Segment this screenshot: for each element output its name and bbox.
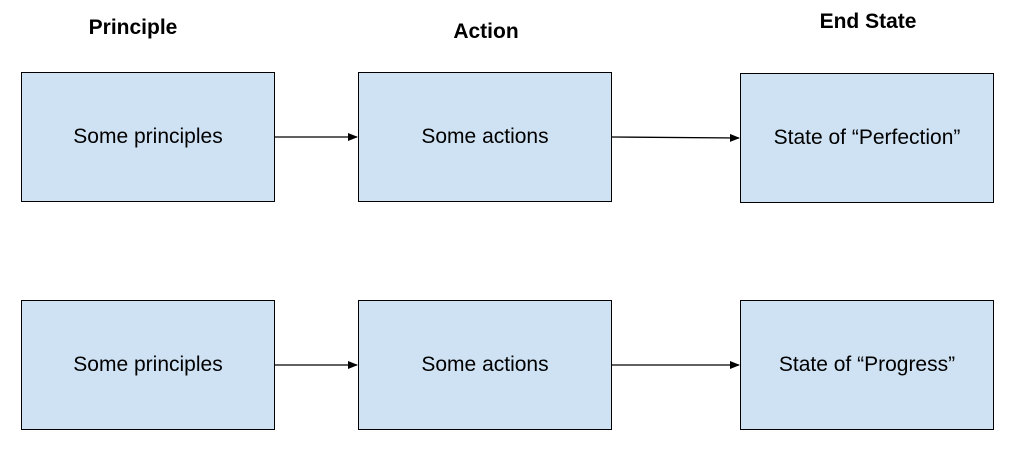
row1-principle-box: Some principles — [21, 72, 275, 202]
row2-principle-box: Some principles — [21, 300, 275, 430]
header-end-state: End State — [819, 10, 917, 33]
row2-end-state-box: State of “Progress” — [740, 300, 994, 430]
row2-action-box: Some actions — [358, 300, 612, 430]
row2-action-label: Some actions — [421, 353, 549, 376]
row1-action-label: Some actions — [421, 125, 549, 148]
row1-end-state-box: State of “Perfection” — [740, 73, 994, 203]
row2-principle-label: Some principles — [73, 353, 223, 376]
row1-arrow-action-to-end-state — [611, 133, 740, 142]
header-action: Action — [453, 20, 519, 43]
row2-end-state-label: State of “Progress” — [778, 353, 956, 376]
row1-action-box: Some actions — [358, 72, 612, 202]
row1-principle-label: Some principles — [73, 125, 223, 148]
header-principle: Principle — [88, 16, 178, 39]
row1-end-state-label: State of “Perfection” — [773, 126, 961, 149]
